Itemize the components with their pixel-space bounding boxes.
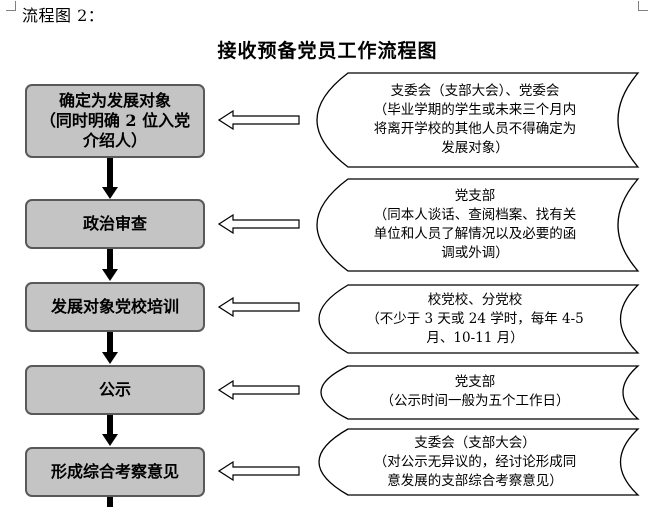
note-text-5: 支委会（支部大会） （对公示无异议的，经讨论形成同 意发展的支部综合考察意见） [355, 432, 595, 492]
note-shape-4 [320, 365, 640, 420]
note-text-2: 党支部 （同本人谈话、查阅档案、找有关 单位和人员了解情况以及必要的函 调或外调… [355, 185, 595, 265]
step-label: 政治审查 [82, 214, 147, 233]
left-arrow-icon [218, 380, 300, 400]
down-arrow-icon [107, 497, 113, 507]
step-label-line: 确定为发展对象 [58, 91, 171, 110]
note-shape-5 [318, 428, 640, 496]
note-line: （同本人谈话、查阅档案、找有关 [373, 207, 577, 223]
note-line: 将离开学校的其他人员不得确定为 [373, 121, 577, 137]
left-arrow-icon [218, 110, 300, 130]
note-line: 发展对象） [441, 140, 509, 156]
note-line: （对公示无异议的，经讨论形成同 [373, 453, 577, 470]
step-label-line: （同时明确 2 位入党 [39, 111, 191, 130]
note-line: 支委会（支部大会） [414, 434, 536, 451]
down-arrow-icon [102, 249, 118, 281]
step-box-party-school-training: 发展对象党校培训 [25, 282, 205, 332]
note-line: 单位和人员了解情况以及必要的函 [373, 226, 577, 242]
note-text-1: 支委会（支部大会）、党委会 （毕业学期的学生或未来三个月内 将离开学校的其他人员… [355, 80, 595, 160]
note-text-3: 校党校、分党校 （不少于 3 天或 24 学时，每年 4-5 月、10-11 月… [355, 288, 595, 350]
page-corner-mark-right [638, 1, 648, 11]
note-line: （不少于 3 天或 24 学时，每年 4-5 [366, 310, 584, 327]
left-arrow-icon [218, 297, 300, 317]
step-box-determine-candidate: 确定为发展对象 （同时明确 2 位入党 介绍人） [25, 84, 205, 158]
note-line: 支委会（支部大会）、党委会 [390, 83, 560, 99]
diagram-title: 接收预备党员工作流程图 [217, 40, 438, 62]
note-shape-3 [318, 284, 640, 354]
note-line: 调或外调） [441, 245, 509, 261]
note-line: 月、10-11 月） [426, 329, 524, 346]
step-label-line: 介绍人） [82, 131, 147, 150]
figure-caption: 流程图 2： [22, 6, 105, 25]
note-line: 党支部 [454, 374, 496, 390]
step-label: 公示 [98, 380, 131, 399]
note-text-4: 党支部 （公示时间一般为五个工作日） [355, 368, 595, 416]
note-line: （毕业学期的学生或未来三个月内 [373, 102, 577, 118]
left-arrow-icon [218, 214, 300, 234]
note-line: 校党校、分党校 [427, 291, 523, 308]
note-line: 意发展的支部综合考察意见） [387, 472, 563, 489]
down-arrow-icon [102, 332, 118, 364]
note-shape-2 [316, 178, 640, 272]
page-corner-mark-left [6, 1, 16, 11]
note-shape-1 [316, 72, 640, 168]
step-box-public-notice: 公示 [25, 365, 205, 415]
left-arrow-icon [218, 461, 300, 481]
down-arrow-icon [102, 158, 118, 199]
note-line: （公示时间一般为五个工作日） [380, 393, 570, 409]
down-arrow-icon [102, 415, 118, 446]
step-box-political-review: 政治审查 [25, 199, 205, 249]
step-label: 发展对象党校培训 [50, 297, 179, 316]
note-line: 党支部 [454, 188, 496, 204]
step-label: 形成综合考察意见 [50, 462, 179, 481]
step-box-comprehensive-assessment: 形成综合考察意见 [25, 447, 205, 497]
